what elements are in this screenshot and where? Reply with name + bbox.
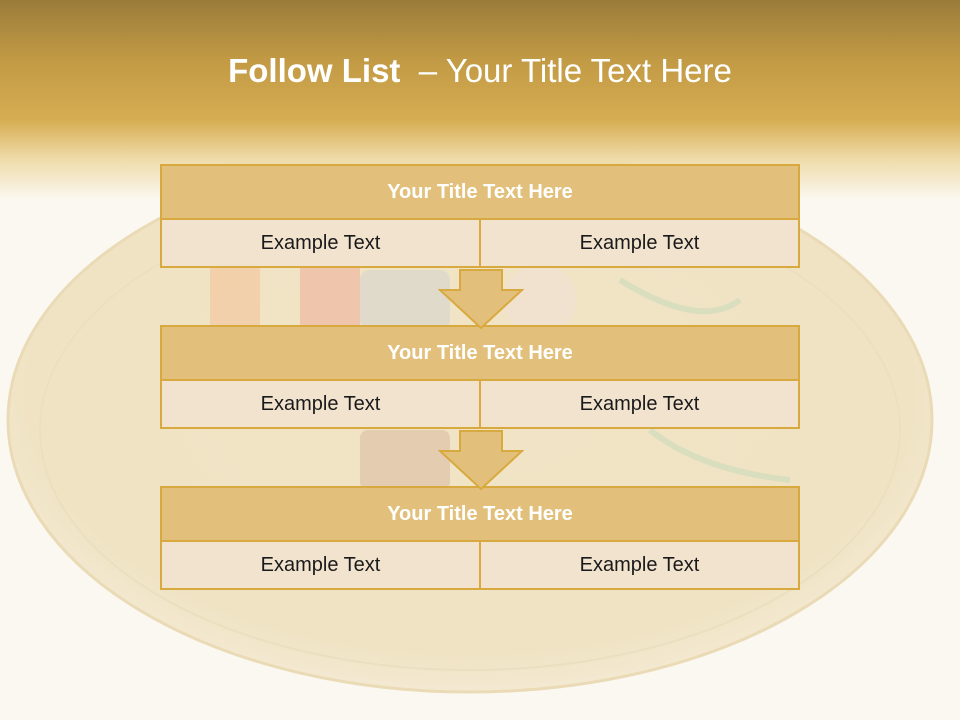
block-cell-right: Example Text bbox=[479, 379, 800, 429]
list-block-2: Your Title Text Here Example Text Exampl… bbox=[160, 325, 800, 429]
block-cell-left: Example Text bbox=[160, 218, 481, 268]
title-bold: Follow List bbox=[228, 52, 401, 89]
down-arrow-icon bbox=[438, 430, 524, 491]
block-cell-left: Example Text bbox=[160, 540, 481, 590]
title-rest: – Your Title Text Here bbox=[418, 52, 732, 89]
spice-jar-peppercorns bbox=[360, 430, 450, 490]
block-title: Your Title Text Here bbox=[160, 486, 800, 542]
block-title: Your Title Text Here bbox=[160, 164, 800, 220]
spice-jar-pepper bbox=[360, 270, 450, 330]
garlic bbox=[504, 264, 576, 336]
down-arrow-icon bbox=[438, 269, 524, 330]
block-cell-right: Example Text bbox=[479, 540, 800, 590]
block-cell-right: Example Text bbox=[479, 218, 800, 268]
dill-sprig bbox=[618, 277, 791, 483]
block-title: Your Title Text Here bbox=[160, 325, 800, 381]
block-cell-left: Example Text bbox=[160, 379, 481, 429]
block-row: Example Text Example Text bbox=[160, 379, 800, 429]
page-title: Follow List – Your Title Text Here bbox=[0, 52, 960, 90]
block-row: Example Text Example Text bbox=[160, 218, 800, 268]
block-row: Example Text Example Text bbox=[160, 540, 800, 590]
spice-jar-red-2 bbox=[300, 260, 360, 330]
list-block-3: Your Title Text Here Example Text Exampl… bbox=[160, 486, 800, 590]
list-block-1: Your Title Text Here Example Text Exampl… bbox=[160, 164, 800, 268]
spice-jar-red bbox=[210, 260, 260, 330]
